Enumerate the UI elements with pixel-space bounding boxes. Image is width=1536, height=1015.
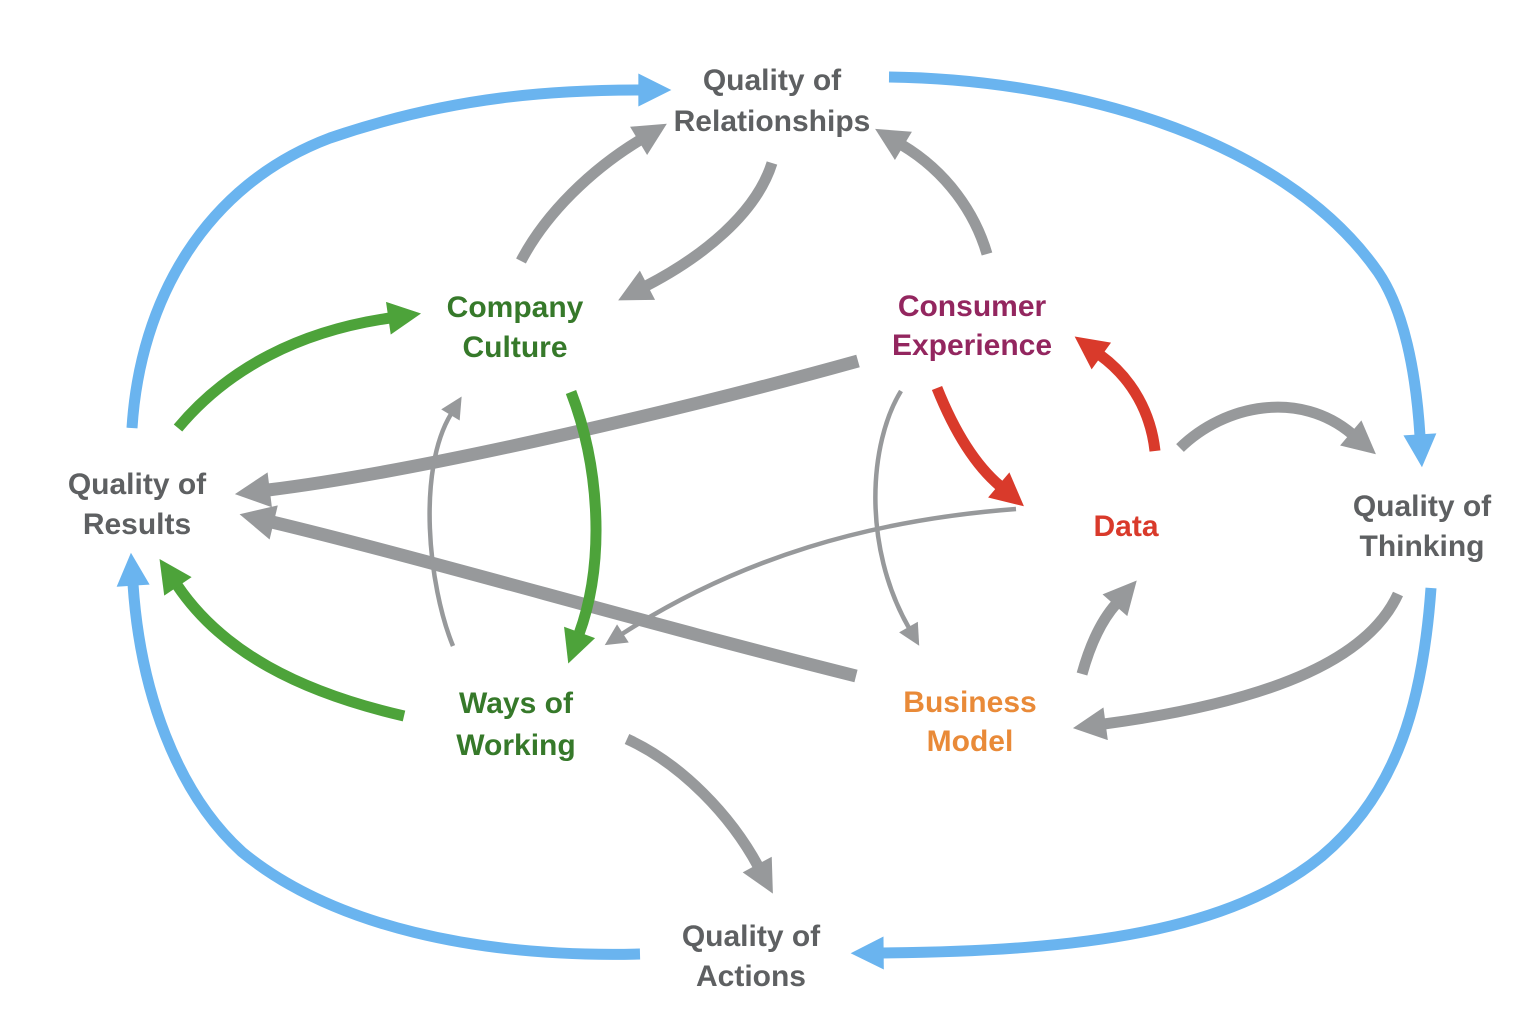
arrow-company-culture-to-relationships (516, 123, 667, 264)
arrow-thinking-to-business-model (1072, 591, 1403, 741)
node-quality-of-actions-line2: Actions (696, 960, 806, 993)
edges (116, 71, 1437, 970)
arrow-consumer-experience-to-results (234, 354, 860, 508)
arrow-company-culture-to-ways-of-working (564, 390, 602, 664)
node-quality-of-actions: Quality of Actions (682, 920, 821, 993)
arrow-consumer-experience-to-relationships (875, 128, 993, 256)
node-consumer-experience: Consumer Experience (892, 290, 1052, 362)
node-quality-of-results-line2: Results (83, 508, 191, 541)
node-ways-of-working: Ways of Working (456, 687, 575, 762)
arrow-ways-of-working-to-actions (624, 733, 773, 894)
node-consumer-experience-line1: Consumer (898, 290, 1047, 323)
node-company-culture: Company Culture (447, 291, 584, 364)
arrow-relationships-to-thinking (888, 71, 1437, 468)
arrow-data-to-consumer-experience (1074, 336, 1161, 452)
node-quality-of-actions-line1: Quality of (682, 920, 821, 953)
node-quality-of-relationships: Quality of Relationships (674, 64, 871, 138)
node-quality-of-results: Quality of Results (68, 468, 207, 541)
arrow-business-model-to-results (239, 505, 858, 683)
arrow-relationships-to-company-culture (618, 161, 778, 301)
arrow-ways-of-working-to-results (159, 558, 406, 722)
node-ways-of-working-line1: Ways of (459, 687, 574, 720)
arrow-business-model-to-data (1076, 580, 1137, 676)
arrow-data-to-thinking (1176, 401, 1376, 455)
arrow-results-to-company-culture (173, 301, 422, 432)
arrow-data-to-ways-of-working (604, 506, 1017, 646)
node-business-model-line2: Model (927, 725, 1014, 758)
node-quality-of-relationships-line1: Quality of (703, 64, 842, 97)
node-company-culture-line2: Culture (463, 331, 568, 364)
node-quality-of-thinking-line1: Quality of (1353, 490, 1492, 523)
node-consumer-experience-line2: Experience (892, 329, 1052, 362)
node-company-culture-line1: Company (447, 291, 584, 324)
node-business-model-line1: Business (903, 686, 1036, 719)
arrow-results-to-relationships (126, 73, 672, 429)
node-quality-of-thinking-line2: Thinking (1360, 530, 1485, 563)
node-data: Data (1093, 510, 1158, 543)
node-data-line1: Data (1093, 510, 1158, 543)
node-ways-of-working-line2: Working (456, 729, 575, 762)
arrow-consumer-experience-to-data (931, 385, 1024, 507)
arrow-ways-of-working-to-company-culture (427, 396, 462, 647)
node-quality-of-thinking: Quality of Thinking (1353, 490, 1492, 563)
node-quality-of-results-line1: Quality of (68, 468, 207, 501)
node-quality-of-relationships-line2: Relationships (674, 105, 871, 138)
nodes: Quality of Relationships Company Culture… (68, 64, 1492, 993)
arrow-thinking-to-actions (850, 587, 1437, 970)
arrow-actions-to-results (116, 552, 641, 960)
node-business-model: Business Model (903, 686, 1036, 758)
arrow-consumer-experience-to-business-model (873, 389, 920, 646)
